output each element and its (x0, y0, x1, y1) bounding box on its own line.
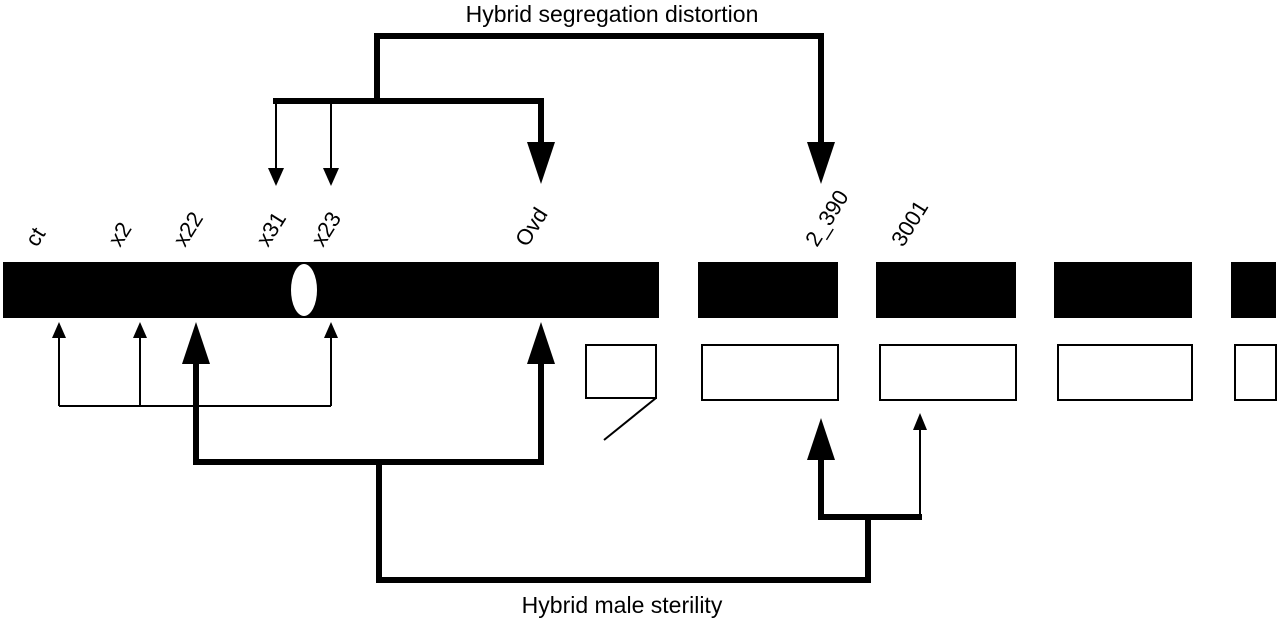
sterility-right-bracket (818, 458, 922, 520)
male-sterility-arrows (52, 322, 927, 583)
chromosome-bars-black (3, 262, 1276, 318)
marker-label-2-390: 2_390 (800, 186, 854, 251)
arrow-to-x23-up-head (324, 322, 338, 338)
marker-label-3001: 3001 (886, 196, 933, 251)
sterility-thick-bracket (193, 358, 544, 465)
title-hybrid-male-sterility: Hybrid male sterility (522, 592, 723, 618)
marker-label-x23: x23 (306, 207, 346, 250)
marker-label-ct: ct (20, 223, 50, 251)
arrow-to-x22-head (182, 322, 210, 364)
arrow-to-3001-head (913, 413, 927, 430)
hollow-bar-5 (1234, 344, 1277, 401)
arrow-to-x2-head (133, 322, 147, 338)
marker-label-ovd: Ovd (510, 203, 553, 250)
marker-label-x2: x2 (103, 218, 137, 251)
chromosome-bar-main (3, 262, 659, 318)
arrow-to-x31-head (268, 168, 284, 186)
chromosome-bar-3 (876, 262, 1016, 318)
hollow-bar-4 (1057, 344, 1193, 401)
arrow-to-2-390-head (807, 142, 835, 184)
hollow-bar-3 (879, 344, 1017, 401)
distortion-bracket-line (278, 98, 544, 145)
chromosome-bars-hollow (585, 344, 1277, 441)
sterility-long-line (376, 462, 871, 583)
title-hybrid-segregation-distortion: Hybrid segregation distortion (466, 1, 759, 27)
y-chromosome-outline (585, 344, 657, 399)
arrow-to-ovd-head (527, 142, 555, 184)
hollow-bar-2 (701, 344, 839, 401)
marker-label-x31: x31 (251, 207, 291, 250)
centromere (291, 264, 317, 316)
segregation-distortion-arrows (268, 33, 835, 186)
chromosome-bar-4 (1054, 262, 1192, 318)
marker-label-x22: x22 (168, 207, 208, 250)
distortion-long-line (374, 33, 824, 145)
chromosome-bar-5 (1231, 262, 1276, 318)
arrow-to-x23-head (323, 168, 339, 186)
chromosome-bar-2 (698, 262, 838, 318)
arrow-to-ovd-up-head (527, 322, 555, 364)
y-chromosome-tail (603, 397, 657, 441)
arrow-to-ct-head (52, 322, 66, 338)
arrow-to-2-390-up-head (807, 418, 835, 460)
